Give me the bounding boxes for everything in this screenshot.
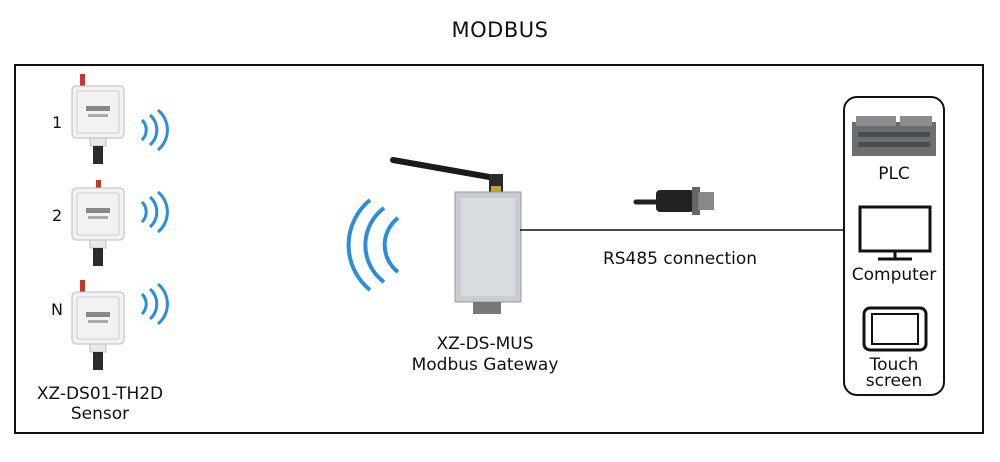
computer-label: Computer bbox=[851, 265, 937, 285]
wireless-icon-gateway bbox=[346, 198, 400, 292]
sensor-number-2: 2 bbox=[52, 206, 63, 225]
gateway-model-label: XZ-DS-MUS bbox=[436, 334, 534, 354]
sensor-number-n: N bbox=[51, 300, 63, 319]
devices-panel bbox=[843, 96, 945, 396]
diagram-title: MODBUS bbox=[451, 18, 549, 42]
sensor-device-n bbox=[71, 280, 125, 370]
touch-screen-label-line1: Touch bbox=[869, 355, 919, 375]
touch-screen-label-line2: screen bbox=[865, 371, 923, 391]
sensor-device-1 bbox=[71, 74, 125, 164]
wireless-icon-sensor-n bbox=[140, 282, 169, 326]
diagram-frame bbox=[14, 64, 984, 434]
gateway-name-label: Modbus Gateway bbox=[411, 355, 559, 375]
serial-connector-icon bbox=[633, 187, 714, 215]
computer-icon bbox=[858, 205, 932, 261]
plc-icon bbox=[852, 116, 936, 156]
gateway-device bbox=[390, 157, 522, 314]
sensor-device-2 bbox=[71, 180, 125, 266]
sensor-name-label: Sensor bbox=[70, 404, 130, 424]
touch-screen-icon bbox=[862, 306, 928, 352]
wireless-icon-sensor-2 bbox=[140, 190, 169, 234]
rs485-connection-line bbox=[520, 229, 845, 231]
rs485-connection-label: RS485 connection bbox=[602, 249, 758, 269]
plc-label: PLC bbox=[878, 164, 910, 184]
sensor-number-1: 1 bbox=[52, 113, 63, 132]
sensor-model-label: XZ-DS01-TH2D bbox=[36, 384, 164, 404]
wireless-icon-sensor-1 bbox=[140, 108, 169, 152]
